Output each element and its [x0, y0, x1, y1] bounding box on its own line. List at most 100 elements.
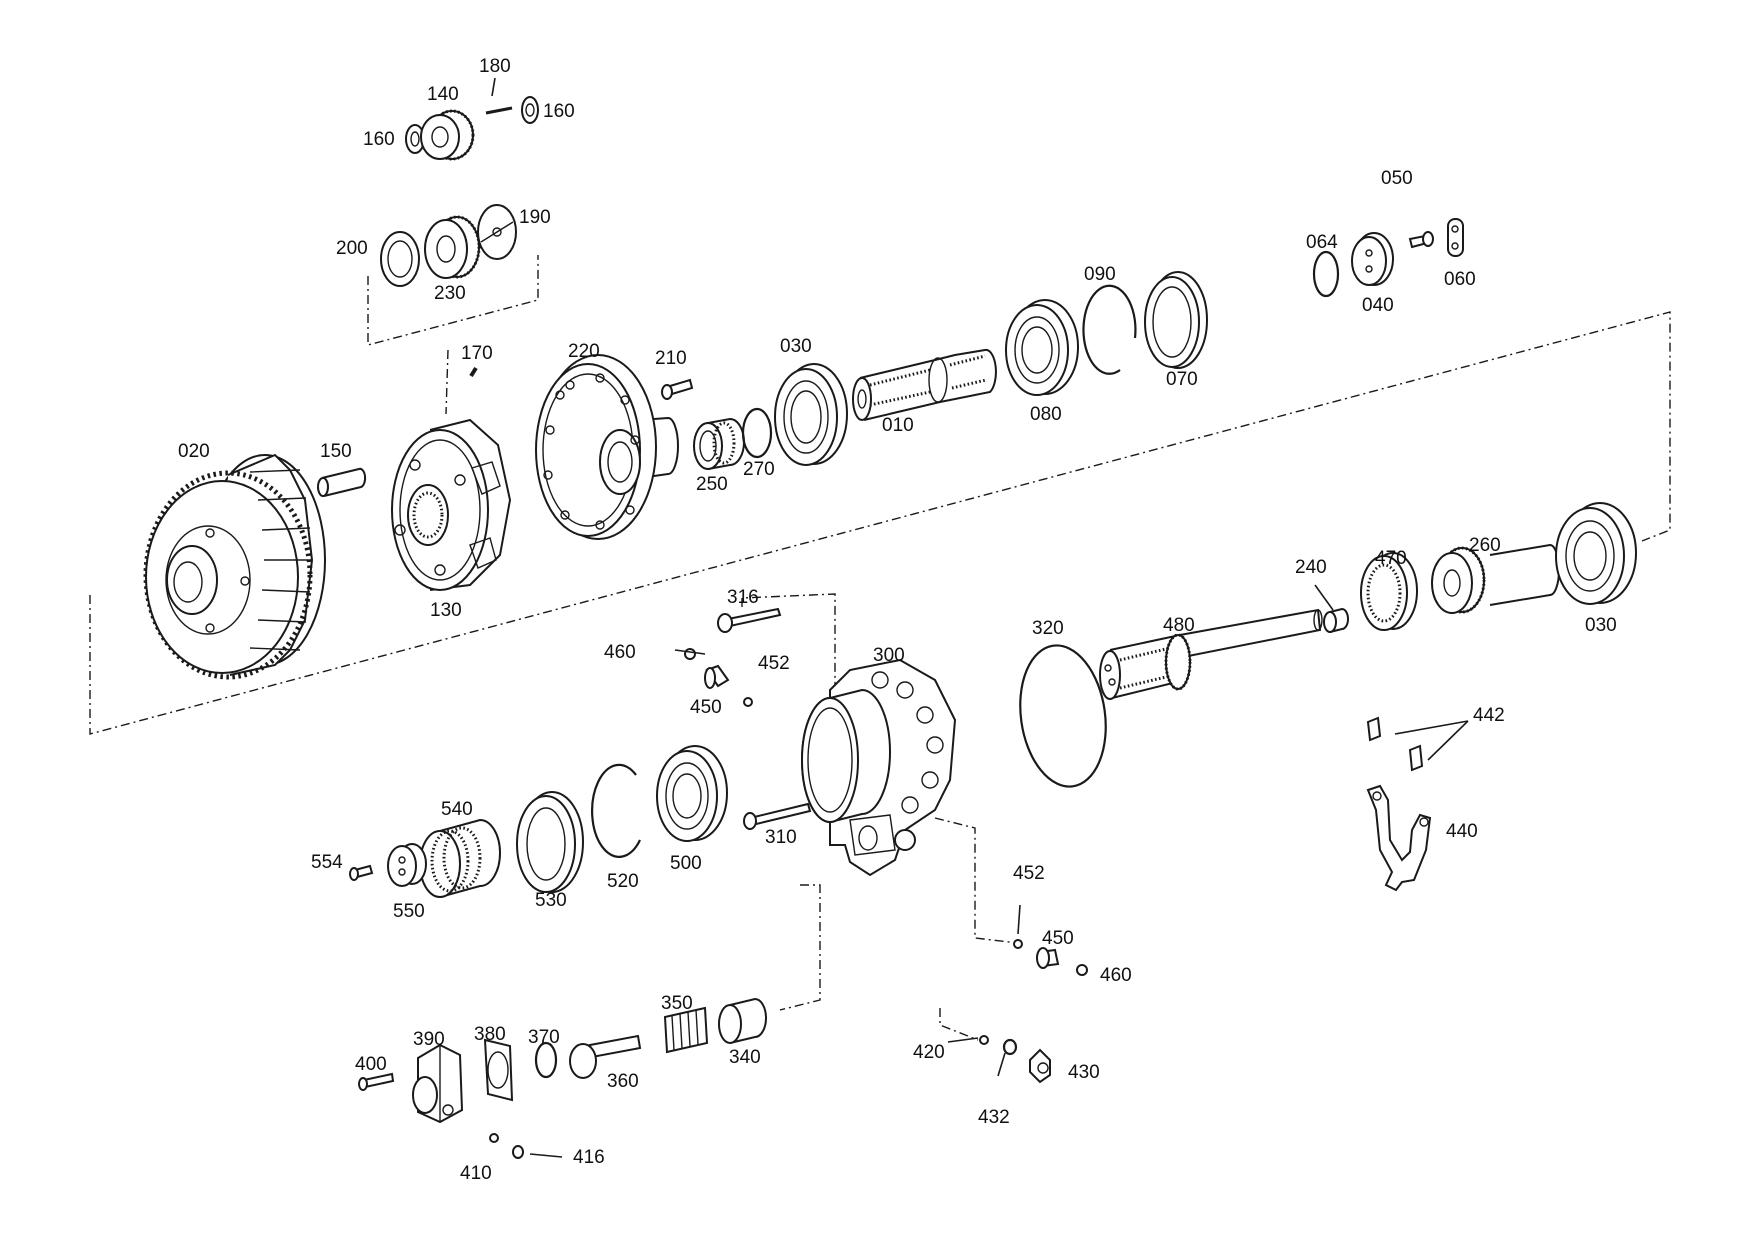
- part-452-seal-lower: [1013, 939, 1023, 949]
- label-090: 090: [1084, 264, 1116, 285]
- label-520: 520: [607, 871, 639, 892]
- label-260: 260: [1469, 535, 1501, 556]
- label-554: 554: [311, 852, 343, 873]
- label-160-left: 160: [363, 129, 395, 150]
- part-190-disc: [477, 204, 517, 260]
- label-030-upper: 030: [780, 336, 812, 357]
- label-220: 220: [568, 341, 600, 362]
- label-390: 390: [413, 1029, 445, 1050]
- label-432: 432: [978, 1107, 1010, 1128]
- part-480-output-shaft: [1099, 608, 1323, 700]
- part-020-ring-gear: [143, 453, 326, 680]
- part-060-lock-plate: [1447, 218, 1464, 257]
- part-070-shaft-seal: [1144, 271, 1208, 369]
- part-200-thrust-washer: [380, 231, 420, 287]
- part-442-fork-pad-right: [1408, 744, 1424, 772]
- label-300: 300: [873, 645, 905, 666]
- label-416: 416: [573, 1147, 605, 1168]
- label-leader-lines: [491, 77, 1469, 1158]
- part-030-bearing-upper: [774, 363, 848, 466]
- label-480: 480: [1163, 615, 1195, 636]
- part-350-spring: [663, 1006, 709, 1054]
- label-060: 060: [1444, 269, 1476, 290]
- part-050-screw: [1408, 231, 1434, 249]
- part-470-synchro-sleeve: [1360, 552, 1418, 631]
- label-010: 010: [882, 415, 914, 436]
- part-460-plug-upper: [684, 648, 696, 660]
- part-270-snap-ring: [741, 407, 773, 459]
- part-410-ball: [489, 1133, 499, 1143]
- part-220-carrier-plate: [535, 354, 679, 540]
- label-070: 070: [1166, 369, 1198, 390]
- part-210-screw: [661, 378, 694, 400]
- label-160-right: 160: [543, 101, 575, 122]
- part-554-screw: [349, 864, 374, 881]
- label-430: 430: [1068, 1062, 1100, 1083]
- part-450-fitting-lower: [1036, 947, 1060, 969]
- label-310: 310: [765, 827, 797, 848]
- label-250: 250: [696, 474, 728, 495]
- part-140-gear-small: [420, 109, 475, 161]
- part-452-seal-upper: [743, 697, 753, 707]
- label-380: 380: [474, 1024, 506, 1045]
- label-460-lower: 460: [1100, 965, 1132, 986]
- label-030-lower: 030: [1585, 615, 1617, 636]
- label-410: 410: [460, 1163, 492, 1184]
- label-270: 270: [743, 459, 775, 480]
- label-452-lower: 452: [1013, 863, 1045, 884]
- label-450-upper: 450: [690, 697, 722, 718]
- label-440: 440: [1446, 821, 1478, 842]
- label-540: 540: [441, 799, 473, 820]
- part-170-roll-pin: [469, 366, 478, 378]
- part-160-washer-right: [521, 96, 539, 124]
- part-320-o-ring: [1019, 644, 1107, 788]
- label-316: 316: [727, 587, 759, 608]
- part-260-sliding-gear: [1431, 543, 1560, 614]
- label-370: 370: [528, 1027, 560, 1048]
- label-350: 350: [661, 993, 693, 1014]
- part-number-labels: 180 140 160 160 190 200 230 170 220 210 …: [178, 56, 1617, 1184]
- label-190: 190: [519, 207, 551, 228]
- part-040-flange-disc: [1351, 232, 1394, 286]
- label-420: 420: [913, 1042, 945, 1063]
- part-400-screw: [358, 1072, 395, 1091]
- label-340: 340: [729, 1047, 761, 1068]
- label-140: 140: [427, 84, 459, 105]
- part-520-circlip: [591, 763, 641, 858]
- part-180-pin: [485, 106, 513, 115]
- part-530-seal: [516, 791, 584, 893]
- label-080: 080: [1030, 404, 1062, 425]
- part-230-planet-gear: [424, 215, 481, 279]
- part-500-bearing: [656, 745, 728, 842]
- label-064: 064: [1306, 232, 1338, 253]
- part-390-valve-cover: [412, 1043, 464, 1124]
- part-064-o-ring: [1312, 250, 1340, 298]
- label-450-lower: 450: [1042, 928, 1074, 949]
- part-416-plug: [512, 1145, 524, 1159]
- part-300-housing: [801, 658, 957, 877]
- part-030-bearing-lower: [1555, 502, 1637, 605]
- part-080-bearing: [1005, 299, 1079, 396]
- part-540-needle-sleeve: [419, 818, 501, 898]
- label-050: 050: [1381, 168, 1413, 189]
- label-550: 550: [393, 901, 425, 922]
- part-460-plug-lower: [1076, 964, 1088, 976]
- label-442: 442: [1473, 705, 1505, 726]
- part-450-fitting-upper: [704, 664, 730, 689]
- label-170: 170: [461, 343, 493, 364]
- part-442-fork-pad-left: [1366, 716, 1382, 742]
- part-420-ball: [979, 1035, 989, 1045]
- part-310-bolt: [743, 802, 812, 830]
- label-460-upper: 460: [604, 642, 636, 663]
- label-210: 210: [655, 348, 687, 369]
- label-130: 130: [430, 600, 462, 621]
- part-316-bolt: [717, 607, 782, 633]
- part-250-needle-bush: [693, 417, 745, 470]
- label-320: 320: [1032, 618, 1064, 639]
- label-180: 180: [479, 56, 511, 77]
- part-240-bush: [1323, 607, 1349, 633]
- label-020: 020: [178, 441, 210, 462]
- label-400: 400: [355, 1054, 387, 1075]
- label-452-upper: 452: [758, 653, 790, 674]
